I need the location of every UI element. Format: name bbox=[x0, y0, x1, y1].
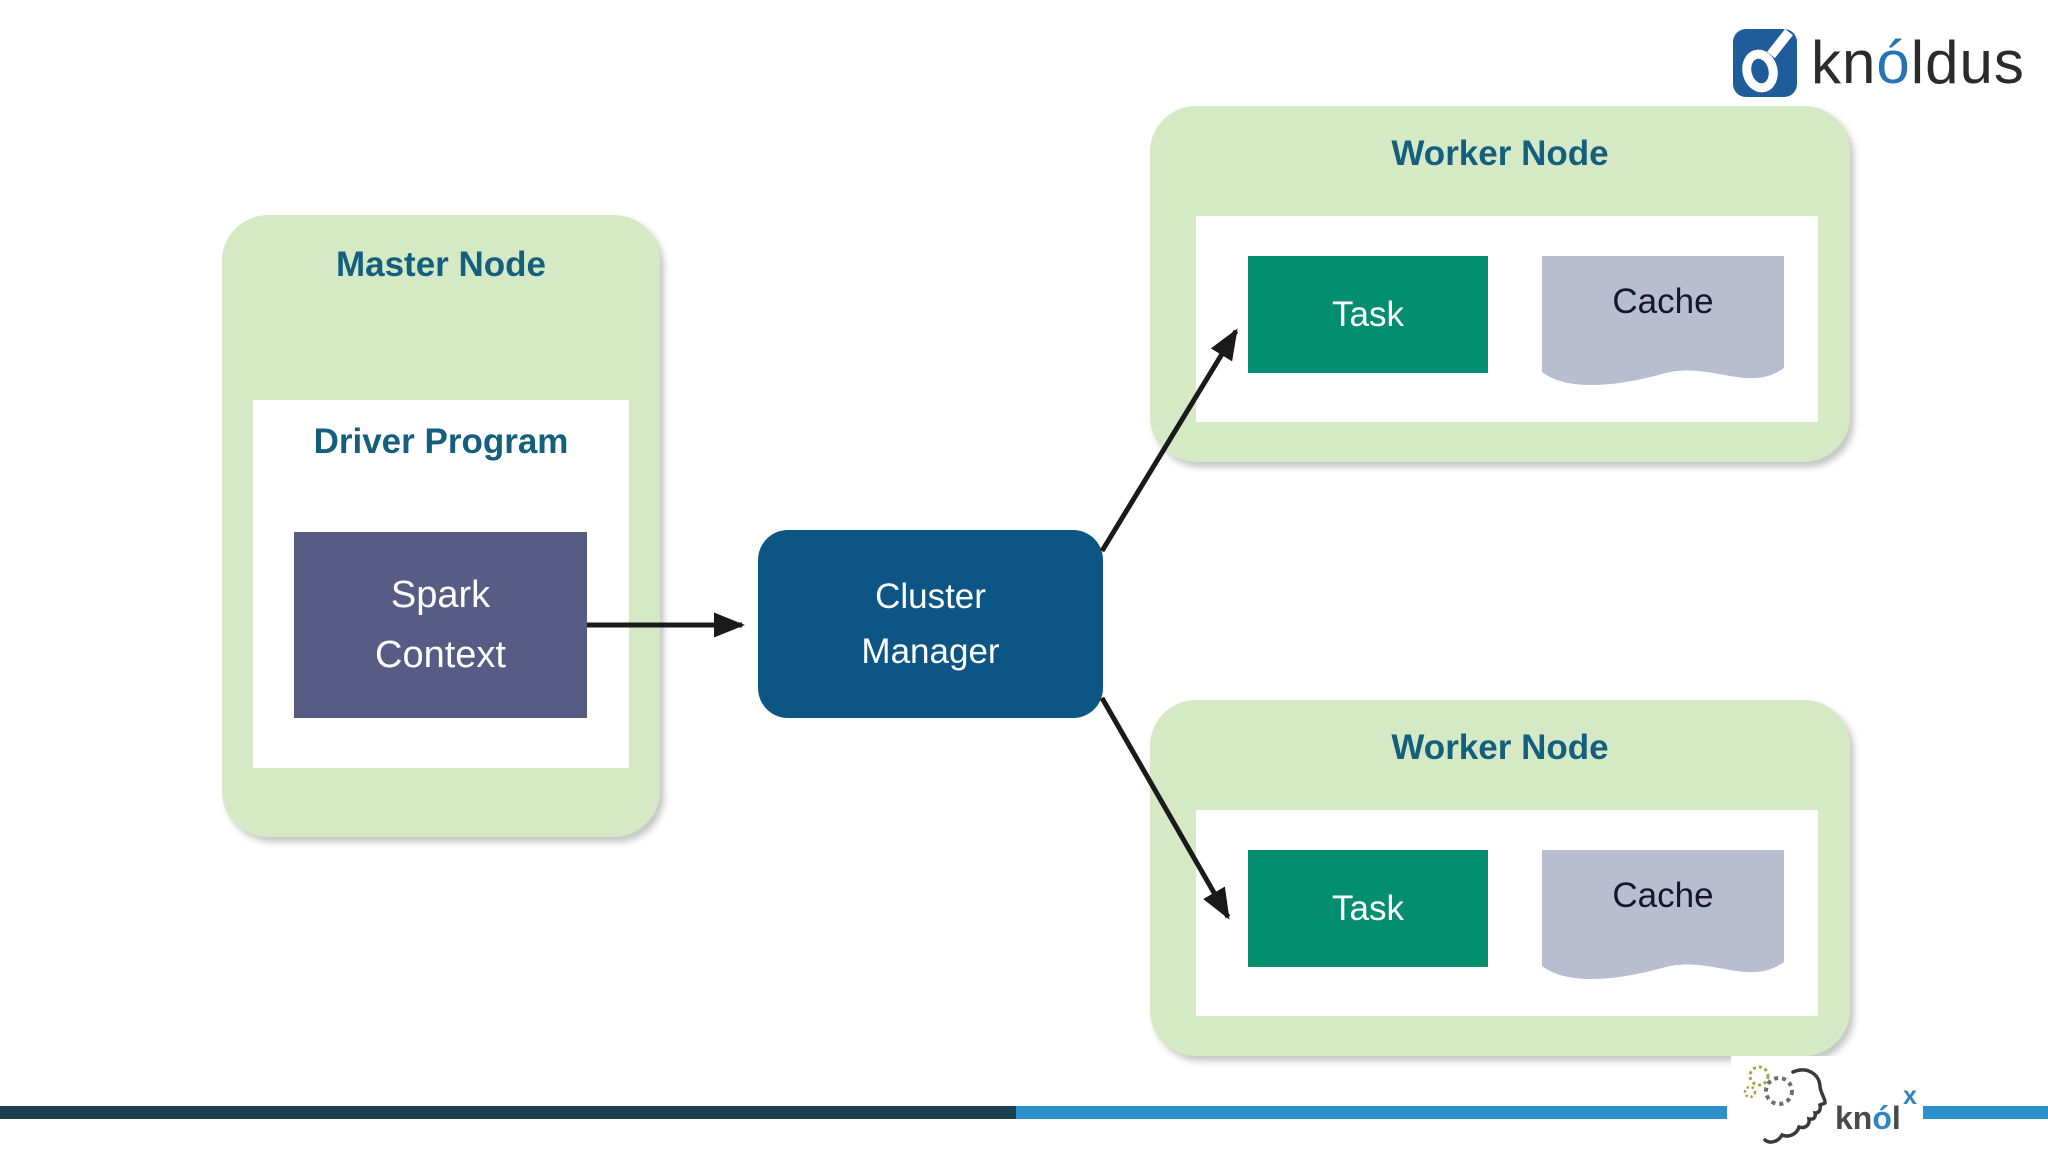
knolx-superscript-x: x bbox=[1903, 1082, 1917, 1110]
knolx-logo: knól x bbox=[1731, 1056, 1923, 1152]
spark-context-label-line1: Spark bbox=[390, 574, 491, 616]
task-box-bottom: Task bbox=[1248, 850, 1488, 967]
knoldus-logo: knóldus bbox=[1733, 28, 2025, 97]
knolx-text-post: l bbox=[1891, 1100, 1901, 1136]
cluster-manager-label-line2: Manager bbox=[861, 632, 1000, 671]
master-node-title: Master Node bbox=[335, 245, 547, 284]
cache-document-icon bbox=[1542, 256, 1784, 386]
worker-node-bottom-title: Worker Node bbox=[1391, 728, 1609, 767]
cache-shape-bottom: Cache bbox=[1542, 850, 1784, 1002]
cache-label-bottom: Cache bbox=[1612, 876, 1714, 915]
knoldus-logo-text: knóldus bbox=[1811, 28, 2025, 97]
knolx-text-accent: ó bbox=[1872, 1100, 1892, 1136]
driver-program-title: Driver Program bbox=[313, 422, 569, 461]
cache-label-top: Cache bbox=[1612, 282, 1714, 321]
cache-document-icon bbox=[1542, 850, 1784, 980]
master-node-box: Master Node Driver Program Spark Context bbox=[222, 215, 660, 837]
worker-node-bottom-inner: Task Cache bbox=[1196, 810, 1818, 1016]
brand-text-post: ldus bbox=[1910, 29, 2025, 96]
footer-rule-light-left bbox=[1016, 1106, 1727, 1119]
footer-rule-light-right bbox=[1922, 1106, 2048, 1119]
brand-text-accent: ó bbox=[1876, 29, 1911, 96]
worker-node-top-box: Worker Node Task Cache bbox=[1150, 106, 1850, 462]
worker-node-bottom-box: Worker Node Task Cache bbox=[1150, 700, 1850, 1056]
spark-context-box: Spark Context bbox=[294, 532, 587, 718]
task-label-top: Task bbox=[1332, 294, 1404, 334]
worker-node-top-inner: Task Cache bbox=[1196, 216, 1818, 422]
knolx-text-pre: kn bbox=[1835, 1100, 1873, 1136]
spark-context-label-line2: Context bbox=[375, 634, 506, 676]
brand-text-pre: kn bbox=[1811, 29, 1877, 96]
worker-node-top-title: Worker Node bbox=[1391, 134, 1609, 173]
footer-rule-dark bbox=[0, 1106, 1016, 1119]
cluster-manager-label-line1: Cluster bbox=[875, 577, 986, 616]
knolx-head-gear-icon bbox=[1743, 1065, 1827, 1144]
driver-program-box: Driver Program Spark Context bbox=[253, 400, 629, 768]
cluster-manager-box: Cluster Manager bbox=[758, 530, 1103, 718]
task-label-bottom: Task bbox=[1332, 888, 1404, 928]
knoldus-logo-icon bbox=[1733, 28, 1797, 97]
task-box-top: Task bbox=[1248, 256, 1488, 373]
knolx-logo-text: knól bbox=[1835, 1100, 1901, 1137]
cache-shape-top: Cache bbox=[1542, 256, 1784, 408]
